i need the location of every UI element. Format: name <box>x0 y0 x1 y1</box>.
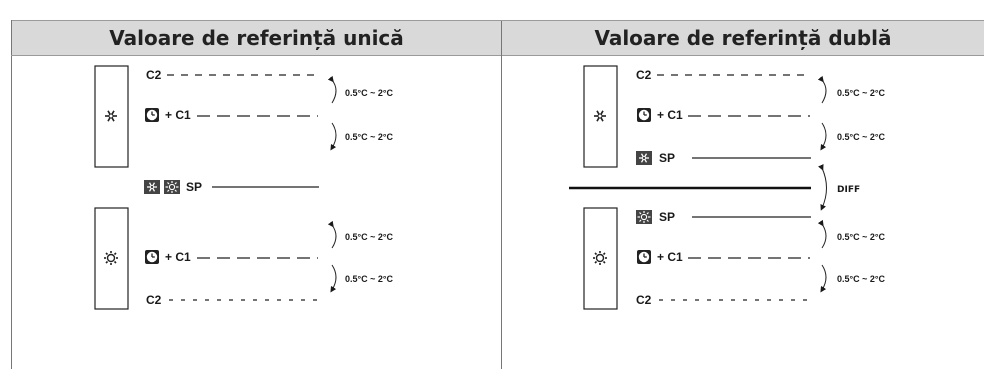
range-label: 0.5°C ~ 2°C <box>345 274 393 284</box>
c2-label: C2 <box>636 293 652 307</box>
cool-mode-icon <box>635 150 653 166</box>
cool-mode-icon <box>143 179 161 195</box>
diff-label: DIFF <box>837 185 860 195</box>
range-label: 0.5°C ~ 2°C <box>345 132 393 142</box>
range-bracket <box>327 75 337 104</box>
sp-label: SP <box>186 180 202 194</box>
range-label: 0.5°C ~ 2°C <box>837 232 885 242</box>
clock-icon <box>636 107 652 123</box>
c1-label: + C1 <box>657 250 683 264</box>
single-setpoint-diagram: C2 + C1 0.5°C ~ 2°C 0.5°C ~ 2°C SP 0.5°C… <box>94 65 393 310</box>
header-bottom-border <box>11 55 984 56</box>
range-label: 0.5°C ~ 2°C <box>837 274 885 284</box>
sp-heat-label: SP <box>659 210 675 224</box>
range-label: 0.5°C ~ 2°C <box>837 132 885 142</box>
clock-icon <box>636 249 652 265</box>
range-bracket <box>330 122 337 151</box>
table-top-border <box>11 20 984 21</box>
c1-label: + C1 <box>165 250 191 264</box>
range-bracket <box>327 220 337 249</box>
range-label: 0.5°C ~ 2°C <box>345 88 393 98</box>
dual-setpoint-diagram: C2 0.5°C ~ 2°C + C1 0.5°C ~ 2°C SP DIFF … <box>569 65 885 310</box>
clock-icon <box>144 249 160 265</box>
c1-label: + C1 <box>657 108 683 122</box>
heat-mode-icon <box>635 209 653 225</box>
range-bracket <box>330 264 337 293</box>
header-single-setpoint: Valoare de referință unică <box>12 21 501 55</box>
c2-label: C2 <box>146 68 162 82</box>
c2-label: C2 <box>636 68 652 82</box>
range-label: 0.5°C ~ 2°C <box>837 88 885 98</box>
table-left-border <box>11 20 12 369</box>
header-dual-setpoint: Valoare de referință dublă <box>502 21 984 55</box>
range-bracket <box>817 219 827 249</box>
sp-cool-label: SP <box>659 151 675 165</box>
range-bracket <box>820 264 827 293</box>
diff-bracket <box>818 164 827 211</box>
range-bracket <box>817 75 827 104</box>
clock-icon <box>144 107 160 123</box>
c2-label: C2 <box>146 293 162 307</box>
heat-mode-icon <box>163 179 181 195</box>
range-label: 0.5°C ~ 2°C <box>345 232 393 242</box>
column-separator <box>501 21 502 369</box>
range-bracket <box>820 122 827 151</box>
c1-label: + C1 <box>165 108 191 122</box>
